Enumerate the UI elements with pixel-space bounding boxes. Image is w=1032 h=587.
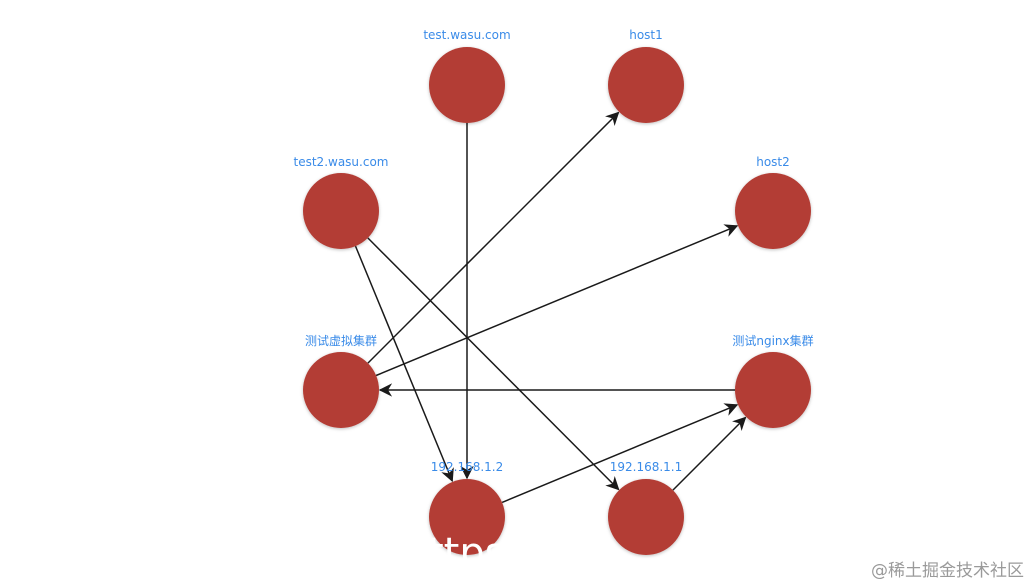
node-host1[interactable]: [608, 47, 684, 123]
node-test-wasu[interactable]: [429, 47, 505, 123]
node-ip-192-168-1-1[interactable]: [608, 479, 684, 555]
edge-ip-192-168-1-1-to-nginx-cluster: [672, 416, 747, 491]
node-test2-wasu[interactable]: [303, 173, 379, 249]
edge-test2-wasu-to-ip-192-168-1-1: [367, 237, 620, 491]
node-label-nginx-cluster: 测试nginx集群: [732, 333, 813, 348]
node-nginx-cluster[interactable]: [735, 352, 811, 428]
watermark: @稀土掘金技术社区: [871, 561, 1024, 581]
nodes-layer: [303, 47, 811, 555]
node-label-virtual-cluster: 测试虚拟集群: [305, 333, 377, 348]
overlay-text: ttps esdi: [428, 530, 600, 576]
node-label-host1: host1: [629, 28, 663, 42]
node-ip-192-168-1-2[interactable]: [429, 479, 505, 555]
node-label-host2: host2: [756, 155, 790, 169]
edge-ip-192-168-1-2-to-nginx-cluster: [501, 403, 739, 504]
edge-virtual-cluster-to-host1: [367, 111, 620, 364]
node-label-test2-wasu: test2.wasu.com: [294, 155, 389, 169]
edges-layer: [354, 111, 747, 504]
node-label-ip-192-168-1-1: 192.168.1.1: [610, 460, 683, 474]
labels-layer: test.wasu.com host1 test2.wasu.com host2 测试虚…: [294, 28, 814, 474]
node-label-test-wasu: test.wasu.com: [423, 28, 510, 42]
node-virtual-cluster[interactable]: [303, 352, 379, 428]
edge-virtual-cluster-to-host2: [375, 224, 739, 377]
node-host2[interactable]: [735, 173, 811, 249]
node-label-ip-192-168-1-2: 192.168.1.2: [431, 460, 504, 474]
